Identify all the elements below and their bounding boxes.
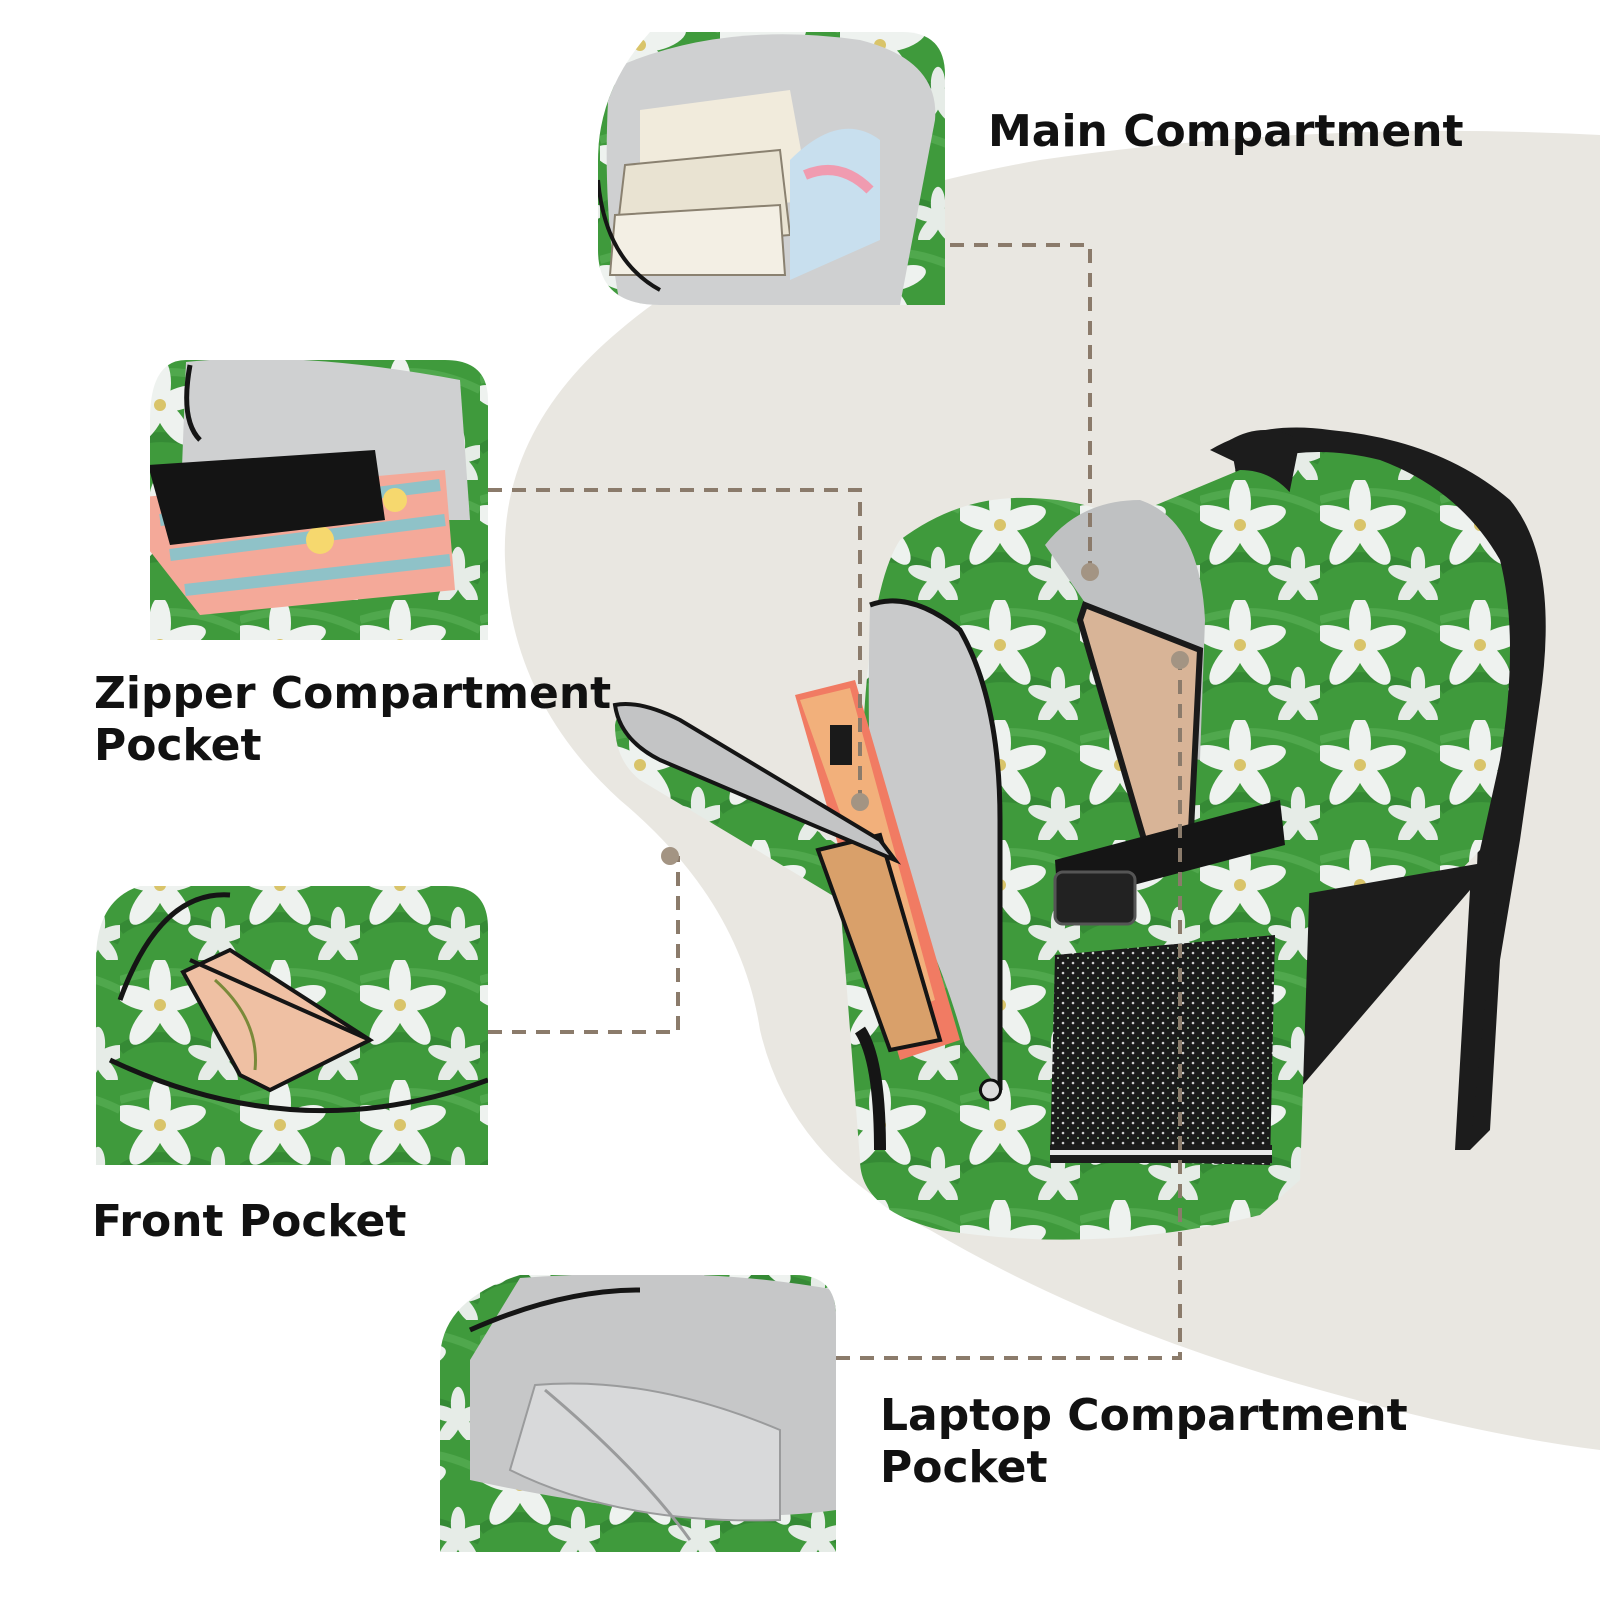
zipper-compartment-label: Zipper Compartment Pocket — [94, 668, 611, 772]
laptop-compartment-text-line1: Laptop Compartment — [880, 1390, 1408, 1441]
main-compartment-label: Main Compartment — [988, 106, 1464, 158]
front-pocket-label: Front Pocket — [92, 1196, 406, 1248]
laptop-compartment-label: Laptop Compartment Pocket — [880, 1390, 1408, 1494]
laptop-compartment-photo — [440, 1275, 836, 1552]
main-compartment-photo — [598, 32, 945, 305]
backpack-illustration — [612, 427, 1546, 1240]
front-pocket-photo — [96, 886, 488, 1165]
front-pocket-text: Front Pocket — [92, 1196, 407, 1247]
leader-dots — [661, 563, 1189, 865]
zipper-pocket-photo — [150, 360, 488, 640]
zipper-compartment-text-line2: Pocket — [94, 720, 262, 771]
main-compartment-text: Main Compartment — [988, 106, 1464, 157]
leader-lines — [488, 243, 1182, 1360]
zipper-compartment-text-line1: Zipper Compartment — [94, 668, 612, 719]
laptop-compartment-text-line2: Pocket — [880, 1442, 1048, 1493]
